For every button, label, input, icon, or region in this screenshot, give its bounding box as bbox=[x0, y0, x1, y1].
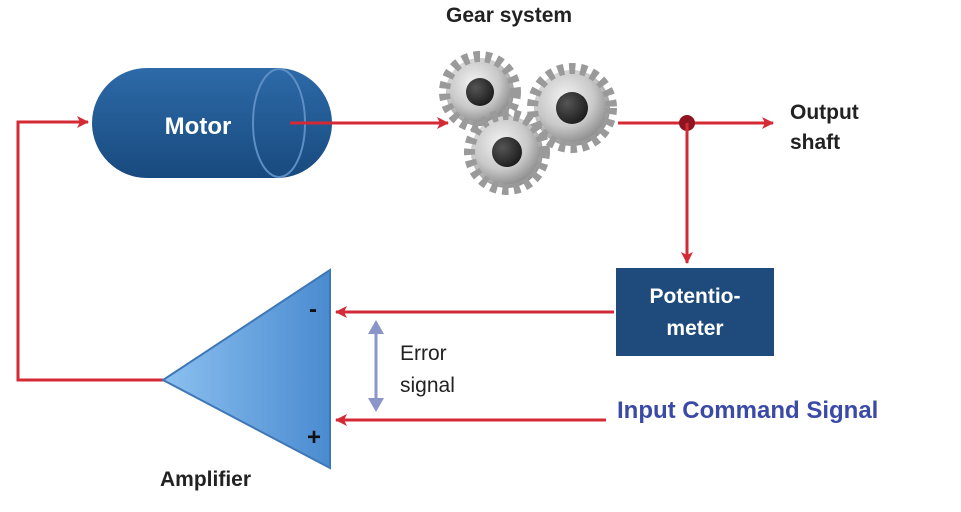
error-signal-label: Error signal bbox=[400, 338, 455, 402]
output-shaft-label: Output shaft bbox=[790, 98, 859, 158]
potentiometer-line2: meter bbox=[666, 317, 724, 340]
potentiometer-label: Potentio- meter bbox=[616, 281, 774, 345]
input-command-signal-label: Input Command Signal bbox=[617, 397, 879, 424]
minus-sign: - bbox=[309, 296, 317, 323]
motor-label: Motor bbox=[164, 113, 232, 140]
gear-system-label: Gear system bbox=[446, 4, 573, 27]
amplifier-label: Amplifier bbox=[160, 468, 252, 491]
loop-line-to-motor bbox=[16, 116, 165, 382]
amplifier-triangle bbox=[161, 268, 331, 470]
potentiometer-box bbox=[616, 268, 774, 356]
error-signal-line1: Error bbox=[400, 342, 447, 365]
gear-bottom-hole bbox=[492, 137, 522, 167]
output-shaft-line1: Output bbox=[790, 101, 859, 124]
error-signal-arrow bbox=[368, 320, 384, 412]
plus-sign: + bbox=[307, 424, 322, 451]
error-signal-line2: signal bbox=[400, 374, 455, 397]
output-shaft-line2: shaft bbox=[790, 131, 841, 154]
potentiometer-line1: Potentio- bbox=[649, 285, 741, 308]
motor-body bbox=[92, 68, 332, 178]
gear-right-hole bbox=[556, 92, 588, 124]
gear-left-hole bbox=[466, 78, 494, 106]
gear-icon bbox=[439, 51, 617, 195]
